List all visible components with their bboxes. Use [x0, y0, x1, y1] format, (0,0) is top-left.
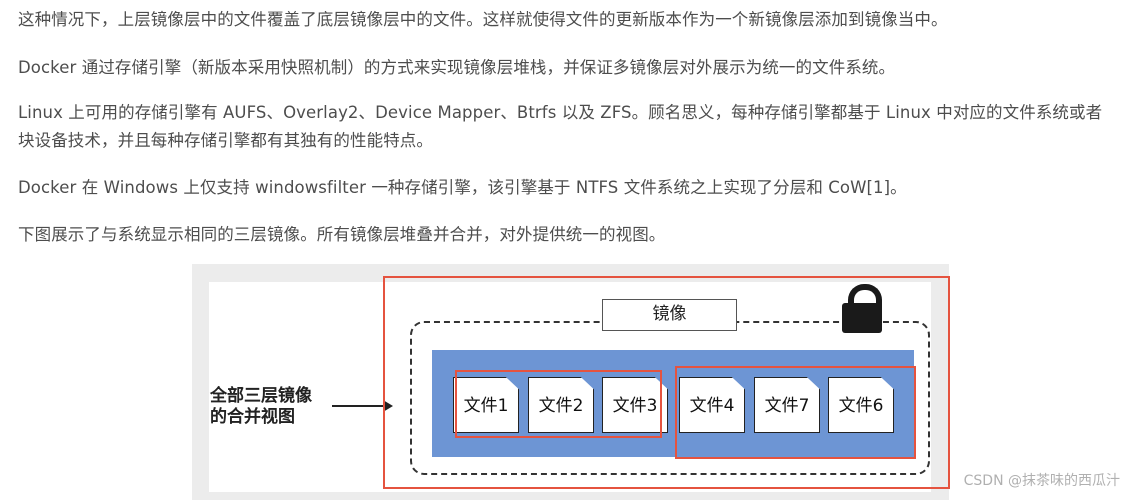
highlight-files-1-3: [455, 370, 662, 438]
file-card-2: 文件2: [528, 377, 594, 433]
paragraph-storage-engine: Docker 通过存储引擎（新版本采用快照机制）的方式来实现镜像层堆栈，并保证多…: [18, 58, 896, 77]
file-card-1: 文件1: [453, 377, 519, 433]
file-card-3: 文件3: [602, 377, 668, 433]
file-card-6: 文件6: [828, 377, 894, 433]
highlight-files-4-6: [675, 366, 916, 459]
arrow-head-icon: [383, 400, 393, 412]
paragraph-figure-intro: 下图展示了与系统显示相同的三层镜像。所有镜像层堆叠并合并，对外提供统一的视图。: [18, 225, 666, 244]
paragraph-overwrite: 这种情况下，上层镜像层中的文件覆盖了底层镜像层中的文件。这样就使得文件的更新版本…: [18, 10, 948, 29]
lock-body: [842, 303, 882, 333]
watermark: CSDN @抹茶味的西瓜汁: [963, 473, 1120, 489]
highlight-outer-box: [383, 276, 950, 489]
merged-view-label: 全部三层镜像 的合并视图: [210, 386, 312, 427]
paragraph-windows-engine: Docker 在 Windows 上仅支持 windowsfilter 一种存储…: [18, 178, 907, 197]
paragraph-linux-engines: Linux 上可用的存储引擎有 AUFS、Overlay2、Device Map…: [18, 103, 1103, 150]
arrow-icon: [332, 405, 386, 407]
image-label: 镜像: [602, 299, 737, 331]
lock-icon: [848, 284, 882, 316]
file-card-7: 文件7: [754, 377, 820, 433]
file-card-4: 文件4: [679, 377, 745, 433]
